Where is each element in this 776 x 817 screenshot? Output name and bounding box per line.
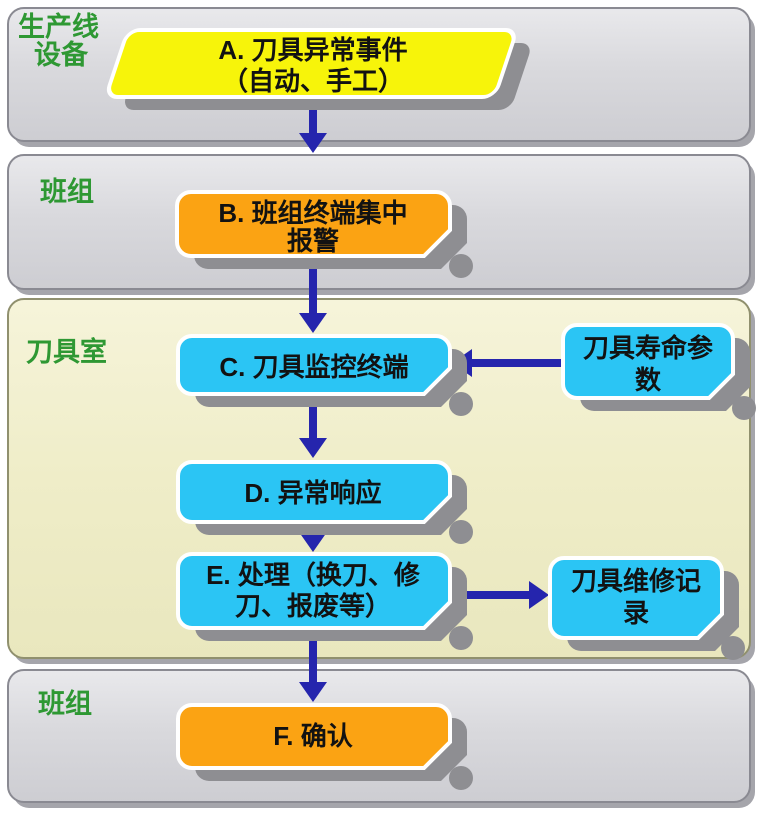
- arrow-d-to-e: [299, 524, 327, 552]
- node-a-line2: （自动、手工）: [222, 66, 404, 96]
- node-tool-life-parameters: 刀具寿命参 数: [561, 323, 735, 400]
- node-repair-record-line1: 刀具维修记: [571, 566, 701, 596]
- node-e-line2: 刀、报废等）: [235, 591, 391, 621]
- node-a-tool-abnormal-event: A. 刀具异常事件 （自动、手工）: [103, 28, 520, 99]
- arrow-a-to-b: [299, 103, 327, 153]
- node-e-line1: E. 处理（换刀、修: [206, 560, 421, 590]
- arrow-e-to-f: [299, 630, 327, 702]
- node-b-line2: 报警: [287, 226, 339, 256]
- lane-label-team-upper: 班组: [40, 176, 94, 207]
- node-c-tool-monitor-terminal: C. 刀具监控终端: [176, 334, 452, 396]
- lane-label-tool-room: 刀具室: [26, 336, 107, 367]
- node-c-line1: C. 刀具监控终端: [219, 352, 408, 382]
- node-d-abnormal-response: D. 异常响应: [176, 460, 452, 524]
- lane-label-team-lower: 班组: [38, 688, 92, 719]
- node-shadows: [121, 43, 756, 790]
- node-tool-life-line2: 数: [635, 365, 662, 395]
- arrow-c-to-d: [299, 396, 327, 458]
- node-b-line1: B. 班组终端集中: [218, 198, 407, 228]
- node-a-line1: A. 刀具异常事件: [218, 35, 407, 65]
- node-tool-life-line1: 刀具寿命参: [583, 333, 713, 363]
- node-repair-record-line2: 录: [623, 598, 649, 628]
- node-f-line1: F. 确认: [273, 721, 352, 751]
- arrow-b-to-c: [299, 259, 327, 333]
- flow-arrows: [299, 103, 564, 702]
- node-b-team-terminal-alarm: B. 班组终端集中 报警: [175, 190, 452, 258]
- node-tool-repair-record: 刀具维修记 录: [548, 556, 724, 640]
- node-f-confirm: F. 确认: [176, 703, 452, 770]
- node-e-handle: E. 处理（换刀、修 刀、报废等）: [176, 552, 452, 630]
- arrow-e-to-record: [452, 581, 549, 609]
- arrow-toollife-to-c: [452, 349, 564, 377]
- lane-label-equipment: 设备: [34, 40, 89, 70]
- lane-label-production-line: 生产线: [18, 12, 99, 42]
- node-d-line1: D. 异常响应: [244, 478, 381, 508]
